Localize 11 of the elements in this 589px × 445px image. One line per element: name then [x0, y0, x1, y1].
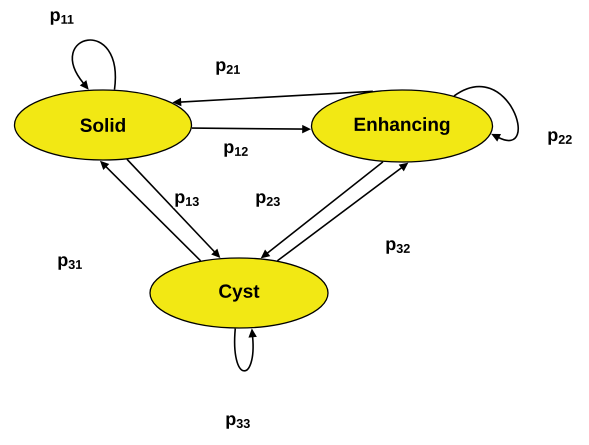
edge-label: p$_{22}$: [546, 130, 574, 146]
arrow: [72, 39, 116, 90]
edge-label: p$_{31}$: [56, 255, 84, 271]
edge-label: p$_{33}$: [224, 414, 252, 430]
edge-label: p$_{13}$: [173, 192, 201, 208]
edge-label: p$_{21}$: [214, 60, 242, 76]
arrow: [454, 86, 519, 142]
edge-label: p$_{23}$: [254, 192, 282, 208]
edge-label: p$_{32}$: [384, 239, 412, 255]
edge-label: p$_{11}$: [48, 10, 76, 26]
edge-label: p$_{12}$: [222, 142, 250, 158]
